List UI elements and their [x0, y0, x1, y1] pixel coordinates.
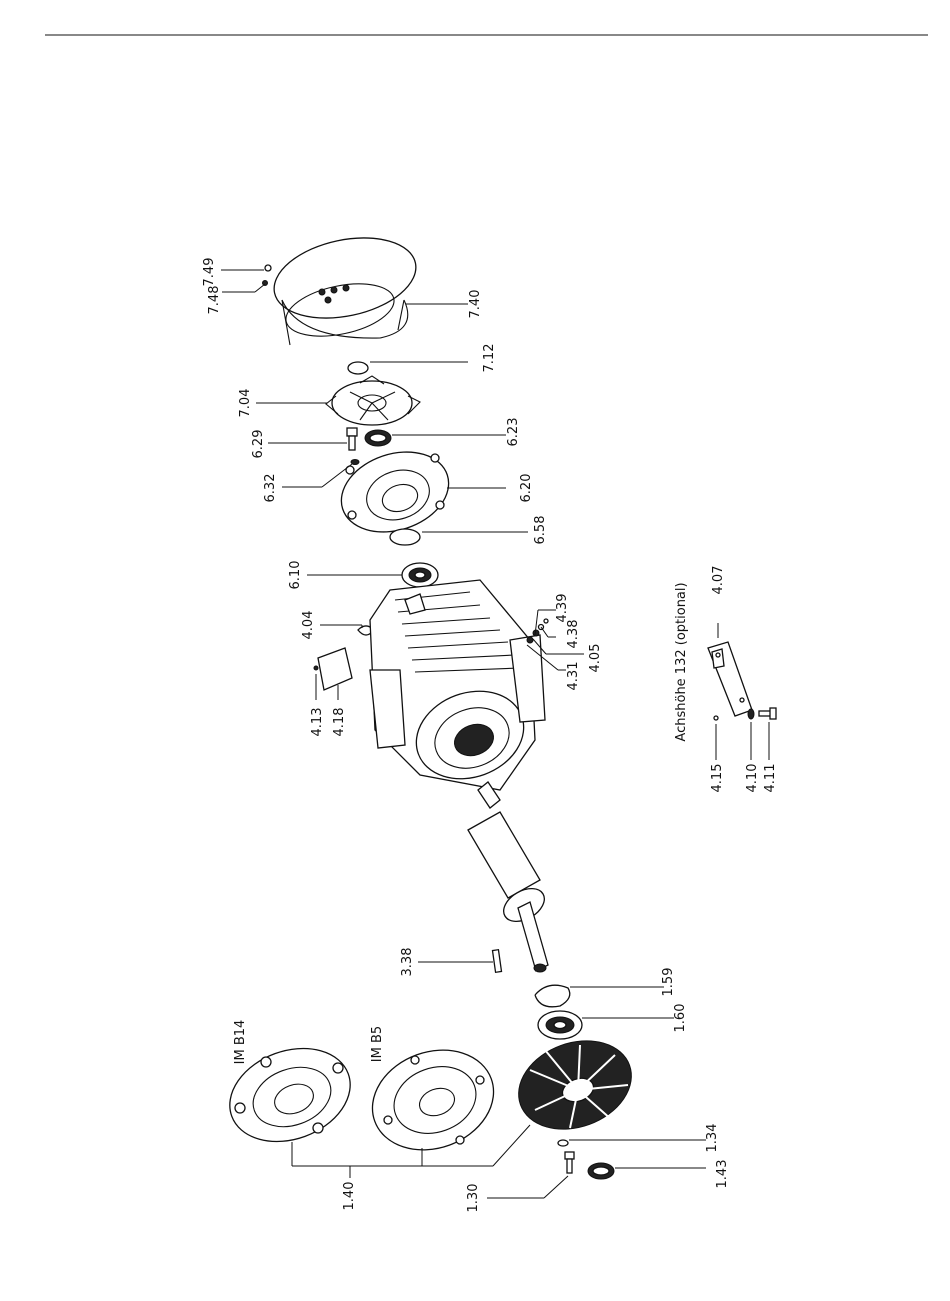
callout-4-39: 4.39 — [555, 594, 570, 623]
rotor-part — [468, 782, 550, 972]
foot-washer-part — [748, 709, 754, 719]
callout-6-20: 6.20 — [519, 474, 534, 503]
callout-1-34: 1.34 — [705, 1124, 720, 1153]
rivet-part — [314, 666, 318, 670]
callout-6-29: 6.29 — [251, 430, 266, 459]
retaining-ring-part — [348, 362, 368, 374]
callout-4-05: 4.05 — [588, 644, 603, 673]
nameplate-part — [318, 648, 352, 690]
callout-6-10: 6.10 — [288, 561, 303, 590]
shaft-key-part — [492, 950, 501, 973]
callout-7-40: 7.40 — [468, 290, 483, 319]
callout-4-13: 4.13 — [310, 708, 325, 737]
end-shield-part — [331, 439, 459, 545]
flange-bolt-part — [565, 1152, 574, 1173]
callout-1-30: 1.30 — [466, 1184, 481, 1213]
drive-end-shield-part — [506, 1026, 644, 1145]
callout-7-49: 7.49 — [202, 258, 217, 287]
callout-4-18: 4.18 — [332, 708, 347, 737]
stator-housing-part — [370, 580, 545, 793]
callout-7-04: 7.04 — [238, 389, 253, 418]
callout-7-48: 7.48 — [207, 286, 222, 315]
callout-4-11: 4.11 — [763, 764, 778, 793]
bearing-de-part — [538, 1011, 582, 1039]
callout-1-60: 1.60 — [673, 1004, 688, 1033]
circlip-part — [535, 985, 570, 1007]
washer-part — [351, 460, 359, 465]
callout-7-12: 7.12 — [482, 344, 497, 373]
mounting-foot-part — [708, 642, 752, 716]
foot-bolt-part — [759, 708, 776, 719]
callout-4-38: 4.38 — [566, 620, 581, 649]
callout-1-43: 1.43 — [715, 1160, 730, 1189]
fan-part — [326, 376, 420, 425]
callout-4-07: 4.07 — [711, 566, 726, 595]
callout-6-32: 6.32 — [263, 474, 278, 503]
callout-4-31: 4.31 — [566, 662, 581, 691]
label-im-b5: IM B5 — [370, 1026, 385, 1062]
callout-4-10: 4.10 — [745, 764, 760, 793]
flange-washer-part — [558, 1140, 568, 1146]
callout-4-04: 4.04 — [301, 611, 316, 640]
cowl-screw-part — [263, 265, 272, 286]
shaft-seal-part — [365, 430, 391, 446]
endshield-bolt-part — [347, 428, 357, 450]
callout-6-23: 6.23 — [506, 418, 521, 447]
callout-4-15: 4.15 — [710, 764, 725, 793]
callout-1-40: 1.40 — [342, 1182, 357, 1211]
bearing-nde-part — [402, 563, 438, 587]
label-im-b14: IM B14 — [233, 1020, 248, 1065]
foot-pin-part — [714, 716, 718, 720]
callout-1-59: 1.59 — [661, 968, 676, 997]
callout-6-58: 6.58 — [533, 516, 548, 545]
callout-3-38: 3.38 — [400, 948, 415, 977]
spring-washer-part — [390, 529, 420, 545]
optional-axis-height-note: Achshöhe 132 (optional) — [674, 582, 689, 741]
fan-cowl-part — [267, 226, 424, 345]
flange-seal-part — [588, 1163, 614, 1179]
